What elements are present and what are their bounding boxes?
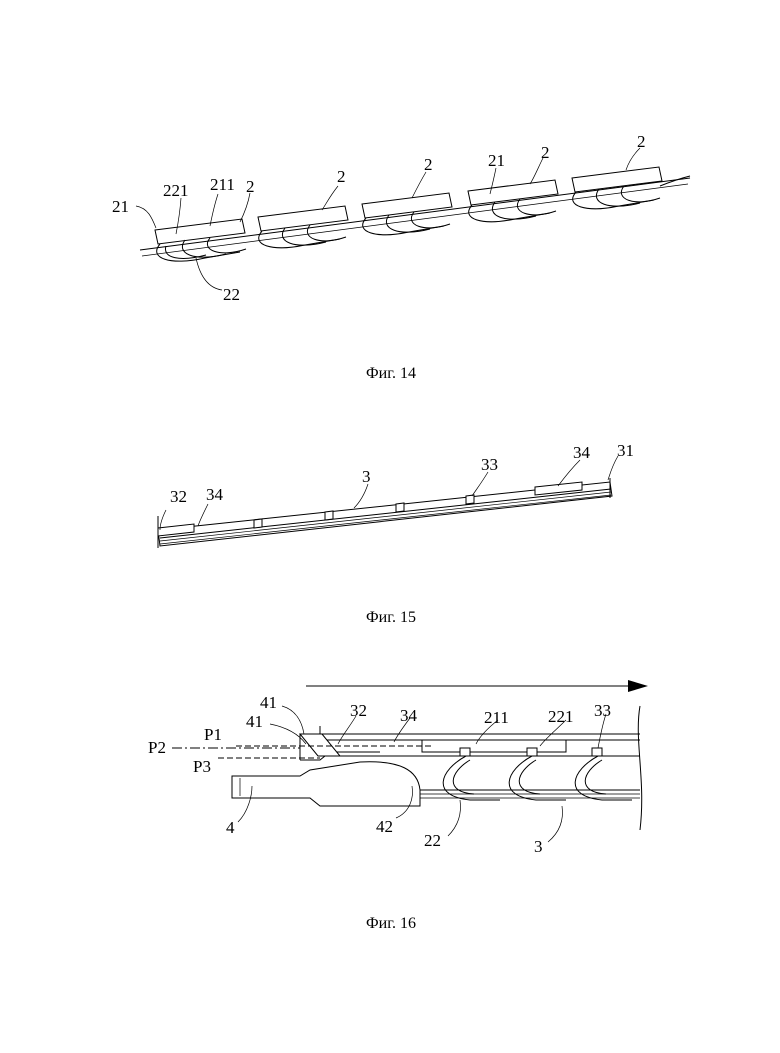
fig16-label-P2: P2 [148,738,166,757]
fig15-caption: Фиг. 15 [366,609,416,626]
fig16-label-P3: P3 [193,757,211,776]
fig16-section-drawing [232,706,642,830]
fig14-label-2-fourth: 2 [541,143,550,162]
fig16-label-33: 33 [594,701,611,720]
fig14-caption: Фиг. 14 [366,365,416,382]
fig14-label-2-fifth: 2 [637,132,646,151]
fig15-label-34-right: 34 [573,443,591,462]
fig15-label-3: 3 [362,467,371,486]
fig16-label-42: 42 [376,817,393,836]
fig14-leader-lines [136,148,640,290]
fig16-label-4: 4 [226,818,235,837]
figure-14: 21 221 211 2 2 2 21 2 2 22 Фиг. 14 [112,132,690,382]
fig16-label-22: 22 [424,831,441,850]
fig15-label-31: 31 [617,441,634,460]
fig15-label-33: 33 [481,455,498,474]
fig14-label-2-second: 2 [337,167,346,186]
fig16-label-41-lower: 41 [246,712,263,731]
fig16-leader-lines [238,706,606,842]
fig15-label-34-left: 34 [206,485,224,504]
figure-16: 41 41 32 34 211 221 33 P1 P2 P3 4 42 22 … [148,680,648,932]
fig14-label-2-first: 2 [246,177,255,196]
fig16-label-221: 221 [548,707,574,726]
fig14-label-22: 22 [223,285,240,304]
fig14-clip-units [155,167,690,261]
fig14-label-2-third: 2 [424,155,433,174]
fig14-label-221: 221 [163,181,189,200]
fig16-label-211: 211 [484,708,509,727]
fig14-label-21-right: 21 [488,151,505,170]
fig14-label-211: 211 [210,175,235,194]
figure-15: 32 34 3 33 34 31 Фиг. 15 [158,441,634,626]
fig16-label-34: 34 [400,706,418,725]
fig16-label-3: 3 [534,837,543,856]
fig16-direction-arrow [306,680,648,692]
fig14-label-21-left: 21 [112,197,129,216]
fig15-rail-drawing [158,478,612,548]
fig16-label-32: 32 [350,701,367,720]
fig16-caption: Фиг. 16 [366,915,416,932]
fig16-label-41-upper: 41 [260,693,277,712]
fig16-label-P1: P1 [204,725,222,744]
fig15-label-32: 32 [170,487,187,506]
